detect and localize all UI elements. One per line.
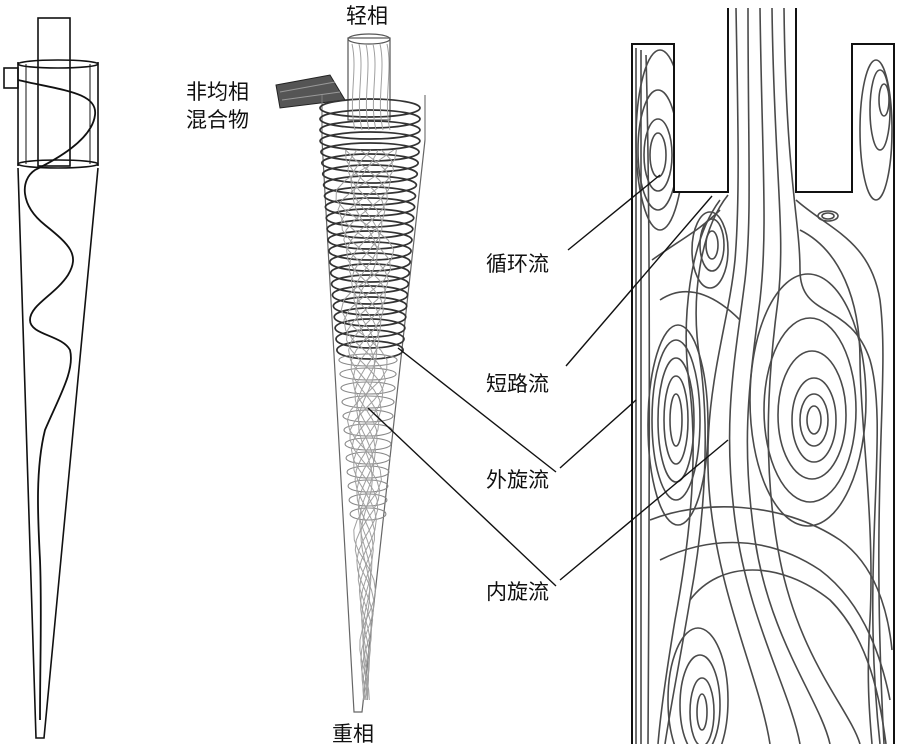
spiral-coil-faint xyxy=(340,381,396,395)
overflow-pipe xyxy=(37,17,71,167)
outer-spiral-coils xyxy=(319,98,421,521)
label-outer-vortex: 外旋流 xyxy=(486,468,549,492)
spiral-coil-faint xyxy=(348,493,388,507)
eddy-upper-left xyxy=(635,49,685,231)
label-light-phase: 轻相 xyxy=(346,4,388,28)
leader-short-circuit-flow xyxy=(565,195,713,367)
eddy-middle-left xyxy=(647,324,709,526)
spiral-coil-faint xyxy=(349,507,387,521)
label-short-circuit-flow: 短路流 xyxy=(486,372,549,396)
overflow-flow-line xyxy=(386,43,391,131)
spiral-coil xyxy=(322,175,418,195)
spiral-coil xyxy=(319,109,421,129)
spiral-coil xyxy=(320,142,420,162)
label-feed-line2: 混合物 xyxy=(186,108,249,132)
spiral-coil xyxy=(319,120,421,140)
overflow-flow-line xyxy=(365,43,370,131)
label-feed-line1: 非均相 xyxy=(186,80,249,104)
inner-flow-line xyxy=(352,149,379,701)
label-inner-vortex: 内旋流 xyxy=(486,580,549,604)
spiral-coil xyxy=(332,296,408,316)
eddy-bottom xyxy=(667,627,729,744)
label-circulation-flow: 循环流 xyxy=(486,252,549,276)
inner-flow-line xyxy=(337,149,397,701)
spiral-coil xyxy=(333,307,407,327)
cylinder-body xyxy=(17,62,99,166)
spiral-coil xyxy=(329,263,411,283)
spiral-coil xyxy=(327,230,413,250)
spiral-coil-faint xyxy=(342,409,394,423)
spiral-coil xyxy=(319,131,421,151)
leader-outer-vortex-right xyxy=(559,399,637,469)
spiral-coil xyxy=(321,164,419,184)
right-streamline-panel xyxy=(631,8,895,744)
inlet-pipe xyxy=(275,74,346,109)
spiral-coil xyxy=(324,197,416,217)
spiral-coil-faint xyxy=(347,479,389,493)
overflow-flow-line xyxy=(372,43,377,131)
inlet-box xyxy=(3,67,19,89)
particle-trajectory xyxy=(17,79,96,721)
spiral-coil xyxy=(319,98,421,118)
eddy-upper-right xyxy=(859,59,893,201)
spiral-coil xyxy=(334,318,406,338)
spiral-coil xyxy=(326,219,414,239)
leader-outer-vortex-left xyxy=(397,347,557,473)
eddy-middle-right xyxy=(749,273,867,527)
inner-flow-line xyxy=(345,149,388,701)
inner-flow-line xyxy=(343,149,392,701)
overflow-flow-line xyxy=(379,43,384,131)
inner-flow-line xyxy=(335,149,395,701)
spiral-coil xyxy=(325,208,415,228)
label-heavy-phase: 重相 xyxy=(332,722,374,746)
leader-lines xyxy=(367,174,729,587)
spiral-coil-faint xyxy=(344,437,392,451)
panel-outline xyxy=(631,8,895,744)
top-tube xyxy=(347,37,391,121)
middle-3d-cyclone xyxy=(275,33,426,713)
inner-flow-line xyxy=(350,149,381,701)
overflow-flow-line xyxy=(351,43,356,131)
spiral-coil-faint xyxy=(346,465,390,479)
leader-inner-vortex-left xyxy=(367,407,557,587)
cone-body xyxy=(17,167,99,739)
leader-circulation-flow xyxy=(567,174,661,251)
flowing-streamlines xyxy=(649,8,893,744)
spiral-coil xyxy=(328,241,412,261)
inner-spiral-lines xyxy=(335,43,397,701)
eddy-small-center xyxy=(691,210,839,289)
leader-inner-vortex-right xyxy=(559,439,729,581)
left-wireframe-cyclone xyxy=(3,17,99,739)
cone-outline xyxy=(321,139,426,713)
overflow-flow-line xyxy=(358,43,363,131)
